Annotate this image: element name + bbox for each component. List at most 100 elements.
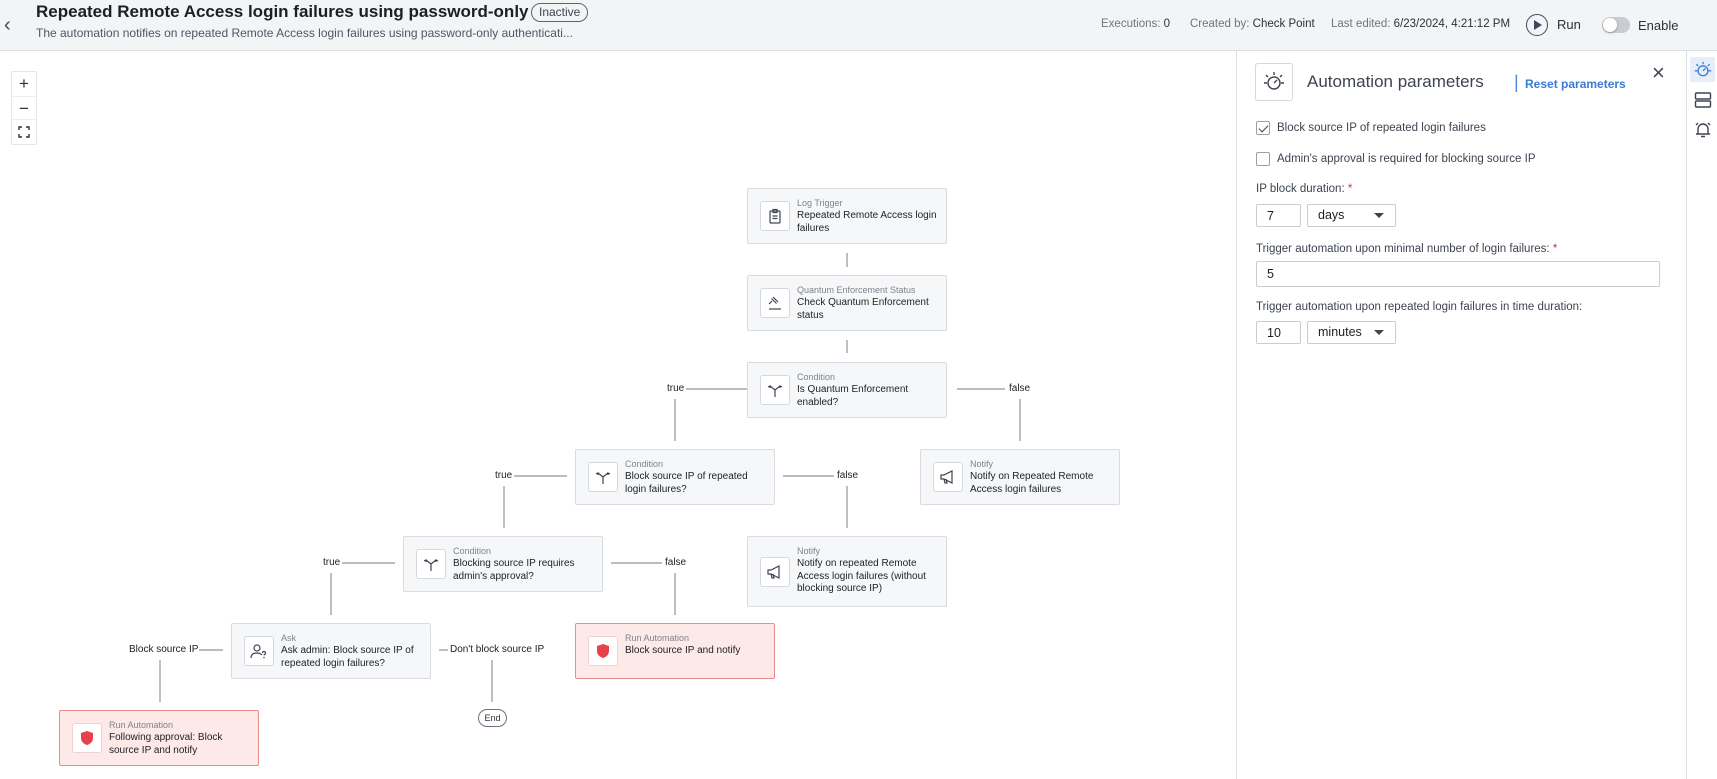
edge-label-false: false <box>836 470 860 481</box>
ip-block-unit-select[interactable]: days <box>1307 204 1396 227</box>
executions-label: Executions: <box>1101 18 1161 30</box>
node-type: Run Automation <box>625 633 690 643</box>
node-condition-enforcement[interactable]: Condition Is Quantum Enforcement enabled… <box>747 362 947 418</box>
toggle-knob <box>1603 18 1617 32</box>
edge-label-block: Block source IP <box>128 644 200 655</box>
run-button[interactable]: Run <box>1557 17 1581 32</box>
node-ask-admin[interactable]: Ask Ask admin: Block source IP of repeat… <box>231 623 431 679</box>
zoom-in-button[interactable]: + <box>19 74 29 93</box>
last-edited-label: Last edited: <box>1331 18 1391 30</box>
back-chevron-icon[interactable]: ‹ <box>4 14 11 36</box>
time-duration-unit-select[interactable]: minutes <box>1307 321 1396 344</box>
node-label: Repeated Remote Access login failures <box>797 210 937 234</box>
node-log-trigger[interactable]: Log Trigger Repeated Remote Access login… <box>747 188 947 244</box>
fit-view-icon[interactable] <box>12 120 36 144</box>
node-label: Notify on Repeated Remote Access login f… <box>970 471 1094 495</box>
chevron-down-icon <box>1374 213 1384 218</box>
node-run-following-approval[interactable]: Run Automation Following approval: Block… <box>59 710 259 766</box>
reset-parameters-link[interactable]: Reset parameters <box>1525 77 1626 91</box>
node-type: Quantum Enforcement Status <box>797 285 916 295</box>
executions-value: 0 <box>1163 18 1171 30</box>
node-type: Ask <box>281 633 297 643</box>
min-failures-label: Trigger automation upon minimal number o… <box>1256 243 1557 255</box>
node-type: Log Trigger <box>797 198 843 208</box>
shield-icon <box>588 636 618 666</box>
edge-label-true: true <box>494 470 514 481</box>
node-condition-block[interactable]: Condition Block source IP of repeated lo… <box>575 449 775 505</box>
enable-label: Enable <box>1638 18 1679 33</box>
shield-icon <box>72 723 102 753</box>
node-run-block-notify[interactable]: Run Automation Block source IP and notif… <box>575 623 775 679</box>
chevron-down-icon <box>1374 330 1384 335</box>
megaphone-icon <box>760 557 790 587</box>
node-type: Notify <box>797 546 821 556</box>
ip-block-unit-value: days <box>1318 208 1345 222</box>
node-label: Block source IP of repeated login failur… <box>625 471 748 495</box>
ip-block-duration-input[interactable] <box>1256 204 1301 227</box>
node-label: Is Quantum Enforcement enabled? <box>797 384 909 408</box>
node-label: Blocking source IP requires admin's appr… <box>453 558 575 582</box>
title-separator: | <box>1514 72 1519 92</box>
run-play-icon[interactable] <box>1526 14 1548 36</box>
end-node[interactable]: End <box>478 709 507 727</box>
time-duration-label: Trigger automation upon repeated login f… <box>1256 301 1583 313</box>
enable-toggle[interactable] <box>1602 17 1630 33</box>
time-duration-unit-value: minutes <box>1318 325 1362 339</box>
edge-label-true: true <box>666 383 686 394</box>
zoom-out-button[interactable]: − <box>12 96 36 120</box>
executions-meta: Executions: 0 <box>1101 18 1170 30</box>
node-type: Condition <box>625 459 664 469</box>
node-quantum-status[interactable]: Quantum Enforcement Status Check Quantum… <box>747 275 947 331</box>
zoom-controls: + − <box>11 71 37 145</box>
split-icon <box>760 375 790 405</box>
megaphone-icon <box>933 462 963 492</box>
user-question-icon <box>244 636 274 666</box>
edge-label-dont-block: Don't block source IP <box>449 644 546 655</box>
ip-block-duration-text: IP block duration: <box>1256 183 1345 195</box>
node-label: Following approval: Block source IP and … <box>109 732 223 756</box>
split-icon <box>588 462 618 492</box>
block-source-ip-checkbox[interactable] <box>1256 121 1270 135</box>
created-by-value: Check Point <box>1252 18 1315 30</box>
clipboard-icon <box>760 201 790 231</box>
created-by-label: Created by: <box>1190 18 1250 30</box>
top-bar: ‹ Repeated Remote Access login failures … <box>0 0 1717 51</box>
admin-approval-label: Admin's approval is required for blockin… <box>1277 153 1536 165</box>
admin-approval-checkbox[interactable] <box>1256 152 1270 166</box>
edge-label-false: false <box>664 557 688 568</box>
page-title: Repeated Remote Access login failures us… <box>36 2 529 21</box>
node-label: Notify on repeated Remote Access login f… <box>797 558 926 594</box>
last-edited-value: 6/23/2024, 4:21:12 PM <box>1393 18 1511 30</box>
created-by-meta: Created by: Check Point <box>1190 18 1315 30</box>
gavel-icon <box>760 288 790 318</box>
required-marker: * <box>1552 243 1558 255</box>
automation-icon <box>1255 63 1293 101</box>
node-notify-no-block[interactable]: Notify Notify on repeated Remote Access … <box>747 536 947 607</box>
alarm-icon[interactable] <box>1690 117 1715 142</box>
last-edited-meta: Last edited: 6/23/2024, 4:21:12 PM <box>1331 18 1510 30</box>
block-source-ip-label: Block source IP of repeated login failur… <box>1277 122 1486 134</box>
node-label: Ask admin: Block source IP of repeated l… <box>281 645 414 669</box>
node-type: Condition <box>797 372 836 382</box>
status-badge: Inactive <box>531 3 589 22</box>
ip-block-duration-label: IP block duration: * <box>1256 183 1352 195</box>
close-icon[interactable]: × <box>1652 60 1665 85</box>
node-label: Check Quantum Enforcement status <box>797 297 929 321</box>
edge-label-false: false <box>1008 383 1032 394</box>
node-type: Condition <box>453 546 492 556</box>
split-icon <box>416 549 446 579</box>
panel-title: Automation parameters <box>1307 72 1484 91</box>
min-failures-text: Trigger automation upon minimal number o… <box>1256 243 1550 255</box>
right-rail <box>1686 51 1717 779</box>
node-label: Block source IP and notify <box>625 645 741 656</box>
node-notify-failures[interactable]: Notify Notify on Repeated Remote Access … <box>920 449 1120 505</box>
min-failures-input[interactable] <box>1256 261 1660 287</box>
automation-icon[interactable] <box>1690 57 1715 82</box>
layout-icon[interactable] <box>1690 87 1715 112</box>
edge-label-true: true <box>322 557 342 568</box>
automation-parameters-panel: Automation parameters | Reset parameters… <box>1236 51 1686 779</box>
time-duration-input[interactable] <box>1256 321 1301 344</box>
node-type: Run Automation <box>109 720 174 730</box>
node-condition-approval[interactable]: Condition Blocking source IP requires ad… <box>403 536 603 592</box>
node-type: Notify <box>970 459 994 469</box>
